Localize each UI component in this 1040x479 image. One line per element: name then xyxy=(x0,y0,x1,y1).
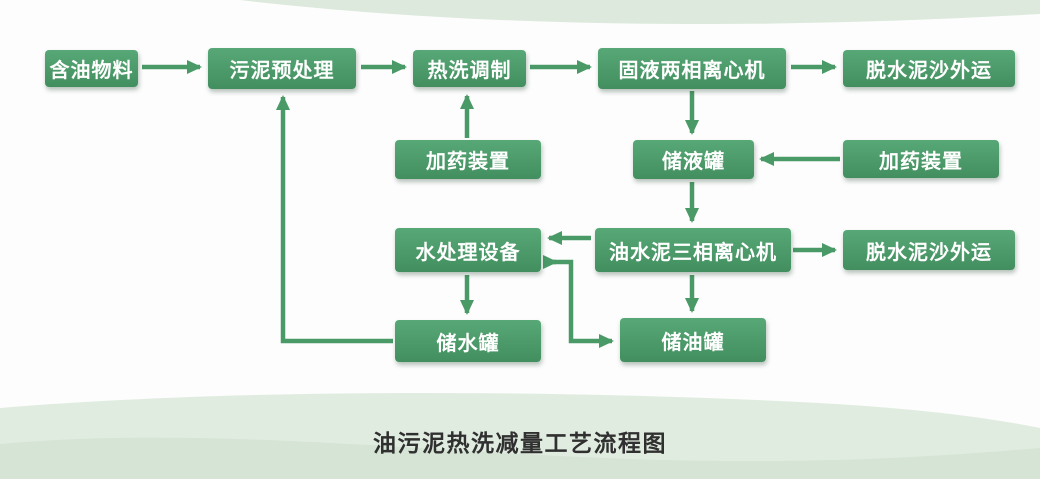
node-sludge-pretreatment: 污泥预处理 xyxy=(208,48,356,89)
arrow-watertreatment-to-oiltank xyxy=(543,259,614,348)
node-liquid-storage-tank: 储液罐 xyxy=(633,140,754,179)
top-wave-shape xyxy=(240,0,1040,25)
node-three-phase-centrifuge: 油水泥三相离心机 xyxy=(595,228,791,272)
arrow-watertank-to-pretreatment-recycle xyxy=(276,95,393,344)
node-dosing-device-2: 加药装置 xyxy=(843,140,999,178)
node-solid-liquid-centrifuge: 固液两相离心机 xyxy=(598,48,786,89)
node-dosing-device-1: 加药装置 xyxy=(395,140,541,179)
node-oily-material: 含油物料 xyxy=(45,50,138,87)
node-dewatered-sand-out-1: 脱水泥沙外运 xyxy=(843,50,1015,87)
node-water-treatment-equipment: 水处理设备 xyxy=(395,228,541,272)
diagram-title: 油污泥热洗减量工艺流程图 xyxy=(373,430,667,456)
node-oil-storage-tank: 储油罐 xyxy=(620,318,766,362)
node-hot-wash-conditioning: 热洗调制 xyxy=(413,50,526,87)
node-water-storage-tank: 储水罐 xyxy=(395,320,541,362)
node-dewatered-sand-out-2: 脱水泥沙外运 xyxy=(843,230,1015,270)
